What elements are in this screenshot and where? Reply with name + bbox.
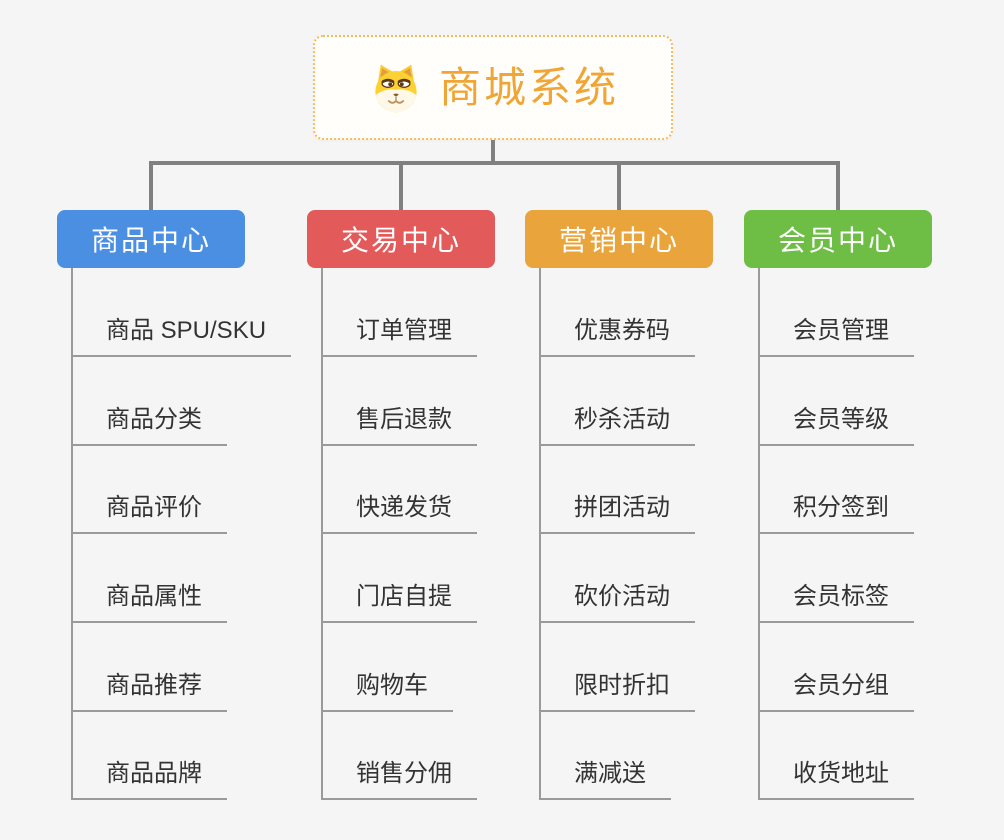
branch-topic-trade-center[interactable]: 交易中心 xyxy=(307,210,495,268)
leaf-topic[interactable]: 购物车 xyxy=(322,669,453,712)
leaf-topic[interactable]: 商品分类 xyxy=(72,403,227,446)
branch-topic-product-center[interactable]: 商品中心 xyxy=(57,210,245,268)
leaf-topic[interactable]: 会员分组 xyxy=(759,669,914,712)
leaf-topic[interactable]: 会员标签 xyxy=(759,580,914,623)
root-topic[interactable]: 商城系统 xyxy=(313,35,673,140)
connector-root-stem xyxy=(491,140,495,163)
branch-topic-marketing-center[interactable]: 营销中心 xyxy=(525,210,713,268)
leaf-topic[interactable]: 商品推荐 xyxy=(72,669,227,712)
branch-connector-line xyxy=(321,268,323,800)
leaf-topic[interactable]: 商品评价 xyxy=(72,491,227,534)
leaf-topic[interactable]: 限时折扣 xyxy=(540,669,695,712)
branch-topic-member-center[interactable]: 会员中心 xyxy=(744,210,932,268)
leaf-topic[interactable]: 满减送 xyxy=(540,757,671,800)
leaf-topic[interactable]: 砍价活动 xyxy=(540,580,695,623)
leaf-topic[interactable]: 会员等级 xyxy=(759,403,914,446)
leaf-topic[interactable]: 商品品牌 xyxy=(72,757,227,800)
leaf-topic[interactable]: 快递发货 xyxy=(322,491,477,534)
branch-connector-line xyxy=(758,268,760,800)
root-topic-label: 商城系统 xyxy=(438,63,619,111)
leaf-topic[interactable]: 售后退款 xyxy=(322,403,477,446)
connector-drop-product-center xyxy=(149,161,153,210)
leaf-topic[interactable]: 商品属性 xyxy=(72,580,227,623)
leaf-topic[interactable]: 积分签到 xyxy=(759,491,914,534)
leaf-topic[interactable]: 商品 SPU/SKU xyxy=(72,314,292,357)
branch-column-member-center: 会员中心 会员管理 会员等级 积分签到 会员标签 会员分组 收货地址 xyxy=(744,210,1004,810)
leaf-topic[interactable]: 优惠券码 xyxy=(540,314,695,357)
connector-drop-member-center xyxy=(836,161,840,210)
branch-column-product-center: 商品中心 商品 SPU/SKU 商品分类 商品评价 商品属性 商品推荐 商品品牌 xyxy=(57,210,317,810)
dog-face-icon xyxy=(367,62,425,114)
leaf-topic[interactable]: 销售分佣 xyxy=(322,757,477,800)
leaf-topic[interactable]: 会员管理 xyxy=(759,314,914,357)
connector-horizontal-bar xyxy=(149,161,840,165)
leaf-topic[interactable]: 订单管理 xyxy=(322,314,477,357)
branch-connector-line xyxy=(539,268,541,800)
branch-column-marketing-center: 营销中心 优惠券码 秒杀活动 拼团活动 砍价活动 限时折扣 满减送 xyxy=(525,210,785,810)
leaf-topic[interactable]: 拼团活动 xyxy=(540,491,695,534)
branch-column-trade-center: 交易中心 订单管理 售后退款 快递发货 门店自提 购物车 销售分佣 xyxy=(307,210,567,810)
leaf-topic[interactable]: 门店自提 xyxy=(322,580,477,623)
branch-connector-line xyxy=(71,268,73,800)
connector-drop-marketing-center xyxy=(617,161,621,210)
leaf-topic[interactable]: 秒杀活动 xyxy=(540,403,695,446)
leaf-topic[interactable]: 收货地址 xyxy=(759,757,914,800)
connector-drop-trade-center xyxy=(399,161,403,210)
